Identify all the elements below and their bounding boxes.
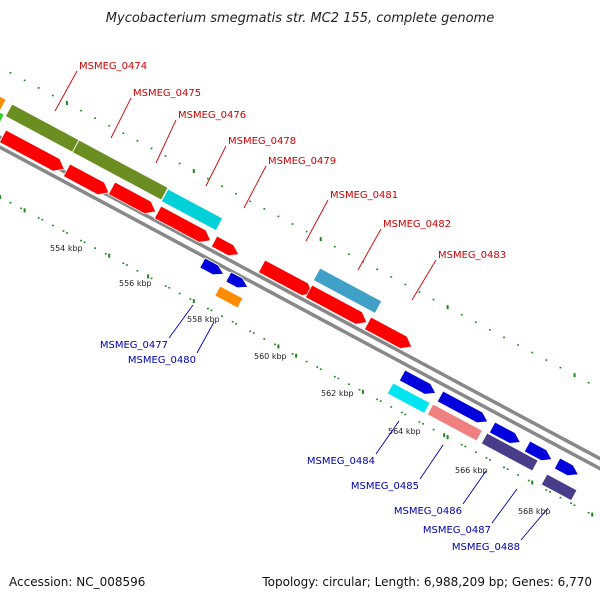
- label-leader-line: [462, 470, 487, 505]
- gene-msmeg-0478[interactable]: [160, 188, 224, 232]
- gene-label[interactable]: MSMEG_0475: [133, 88, 201, 99]
- gene-msmeg-0482[interactable]: [312, 267, 383, 314]
- gene-label[interactable]: MSMEG_0484: [307, 456, 375, 467]
- scale-label: 556 kbp: [119, 279, 152, 288]
- label-leader-line: [205, 145, 227, 187]
- label-leader-line: [155, 119, 177, 164]
- gene-label[interactable]: MSMEG_0476: [178, 110, 246, 121]
- gene-msmeg-0476-b[interactable]: [62, 163, 110, 196]
- gene-msmeg-0476-a[interactable]: [0, 129, 65, 172]
- gene-msmeg-0480[interactable]: [214, 285, 244, 309]
- gene-msmeg-0486-a[interactable]: [398, 369, 437, 395]
- label-leader-line: [411, 259, 437, 301]
- gene-msmeg-0479-c[interactable]: [210, 235, 240, 257]
- scale-label: 560 kbp: [254, 352, 287, 361]
- gene-label[interactable]: MSMEG_0485: [351, 481, 419, 492]
- gene-label[interactable]: MSMEG_0488: [452, 542, 520, 553]
- gene-labels: MSMEG_0474MSMEG_0475MSMEG_0476MSMEG_0478…: [54, 61, 549, 553]
- accession-text: Accession: NC_008596: [9, 575, 145, 589]
- gene-msmeg-0475[interactable]: [71, 139, 169, 201]
- scale-ticks: [0, 72, 594, 517]
- gene-msmeg-0479-a[interactable]: [107, 181, 157, 215]
- gene-msmeg-0486-e[interactable]: [553, 457, 579, 477]
- gene-msmeg-0486-b[interactable]: [436, 390, 489, 424]
- gene-msmeg-0487[interactable]: [480, 432, 539, 472]
- gene-partial-orange[interactable]: [0, 92, 7, 111]
- gene-msmeg-0488[interactable]: [540, 473, 578, 502]
- gene-label[interactable]: MSMEG_0481: [330, 190, 398, 201]
- gene-msmeg-0483-a[interactable]: [304, 284, 368, 325]
- label-leader-line: [357, 228, 382, 271]
- gene-msmeg-0483-b[interactable]: [363, 316, 413, 350]
- gene-msmeg-0484[interactable]: [386, 382, 431, 414]
- label-leader-line: [110, 97, 132, 139]
- label-leader-line: [375, 420, 400, 455]
- gene-label[interactable]: MSMEG_0482: [383, 219, 451, 230]
- scale-label: 554 kbp: [50, 244, 83, 253]
- gene-msmeg-0479-b[interactable]: [153, 205, 212, 243]
- gene-label[interactable]: MSMEG_0474: [79, 61, 147, 72]
- gene-label[interactable]: MSMEG_0487: [423, 525, 491, 536]
- gene-label[interactable]: MSMEG_0477: [100, 340, 168, 351]
- gene-label[interactable]: MSMEG_0483: [438, 250, 506, 261]
- label-leader-line: [54, 70, 78, 112]
- label-leader-line: [168, 304, 194, 339]
- gene-label[interactable]: MSMEG_0480: [128, 355, 196, 366]
- label-leader-line: [520, 507, 549, 541]
- scale-label: 566 kbp: [455, 466, 488, 475]
- label-leader-line: [196, 321, 215, 354]
- gene-features: [0, 92, 579, 502]
- gene-msmeg-0477-a[interactable]: [199, 257, 225, 276]
- label-leader-line: [305, 199, 329, 242]
- gene-label[interactable]: MSMEG_0478: [228, 136, 296, 147]
- label-leader-line: [491, 488, 518, 524]
- topology-text: Topology: circular; Length: 6,988,209 bp…: [261, 575, 592, 589]
- scale-label: 568 kbp: [518, 507, 551, 516]
- gene-msmeg-0485[interactable]: [426, 403, 483, 442]
- scale-label: 562 kbp: [321, 389, 354, 398]
- gene-msmeg-0486-d[interactable]: [523, 440, 553, 462]
- map-title: Mycobacterium smegmatis str. MC2 155, co…: [106, 11, 494, 26]
- scale-label: 558 kbp: [187, 315, 220, 324]
- gene-partial-green[interactable]: [0, 108, 5, 124]
- scale-label: 564 kbp: [388, 427, 421, 436]
- label-leader-line: [419, 444, 444, 480]
- gene-msmeg-0486-c[interactable]: [488, 421, 522, 444]
- gene-label[interactable]: MSMEG_0486: [394, 506, 462, 517]
- label-leader-line: [243, 165, 267, 209]
- gene-msmeg-0477-b[interactable]: [225, 271, 249, 289]
- scale-labels: 554 kbp 556 kbp 558 kbp 560 kbp 562 kbp 564 k…: [50, 244, 551, 516]
- gene-label[interactable]: MSMEG_0479: [268, 156, 336, 167]
- backbone-line: [0, 145, 600, 471]
